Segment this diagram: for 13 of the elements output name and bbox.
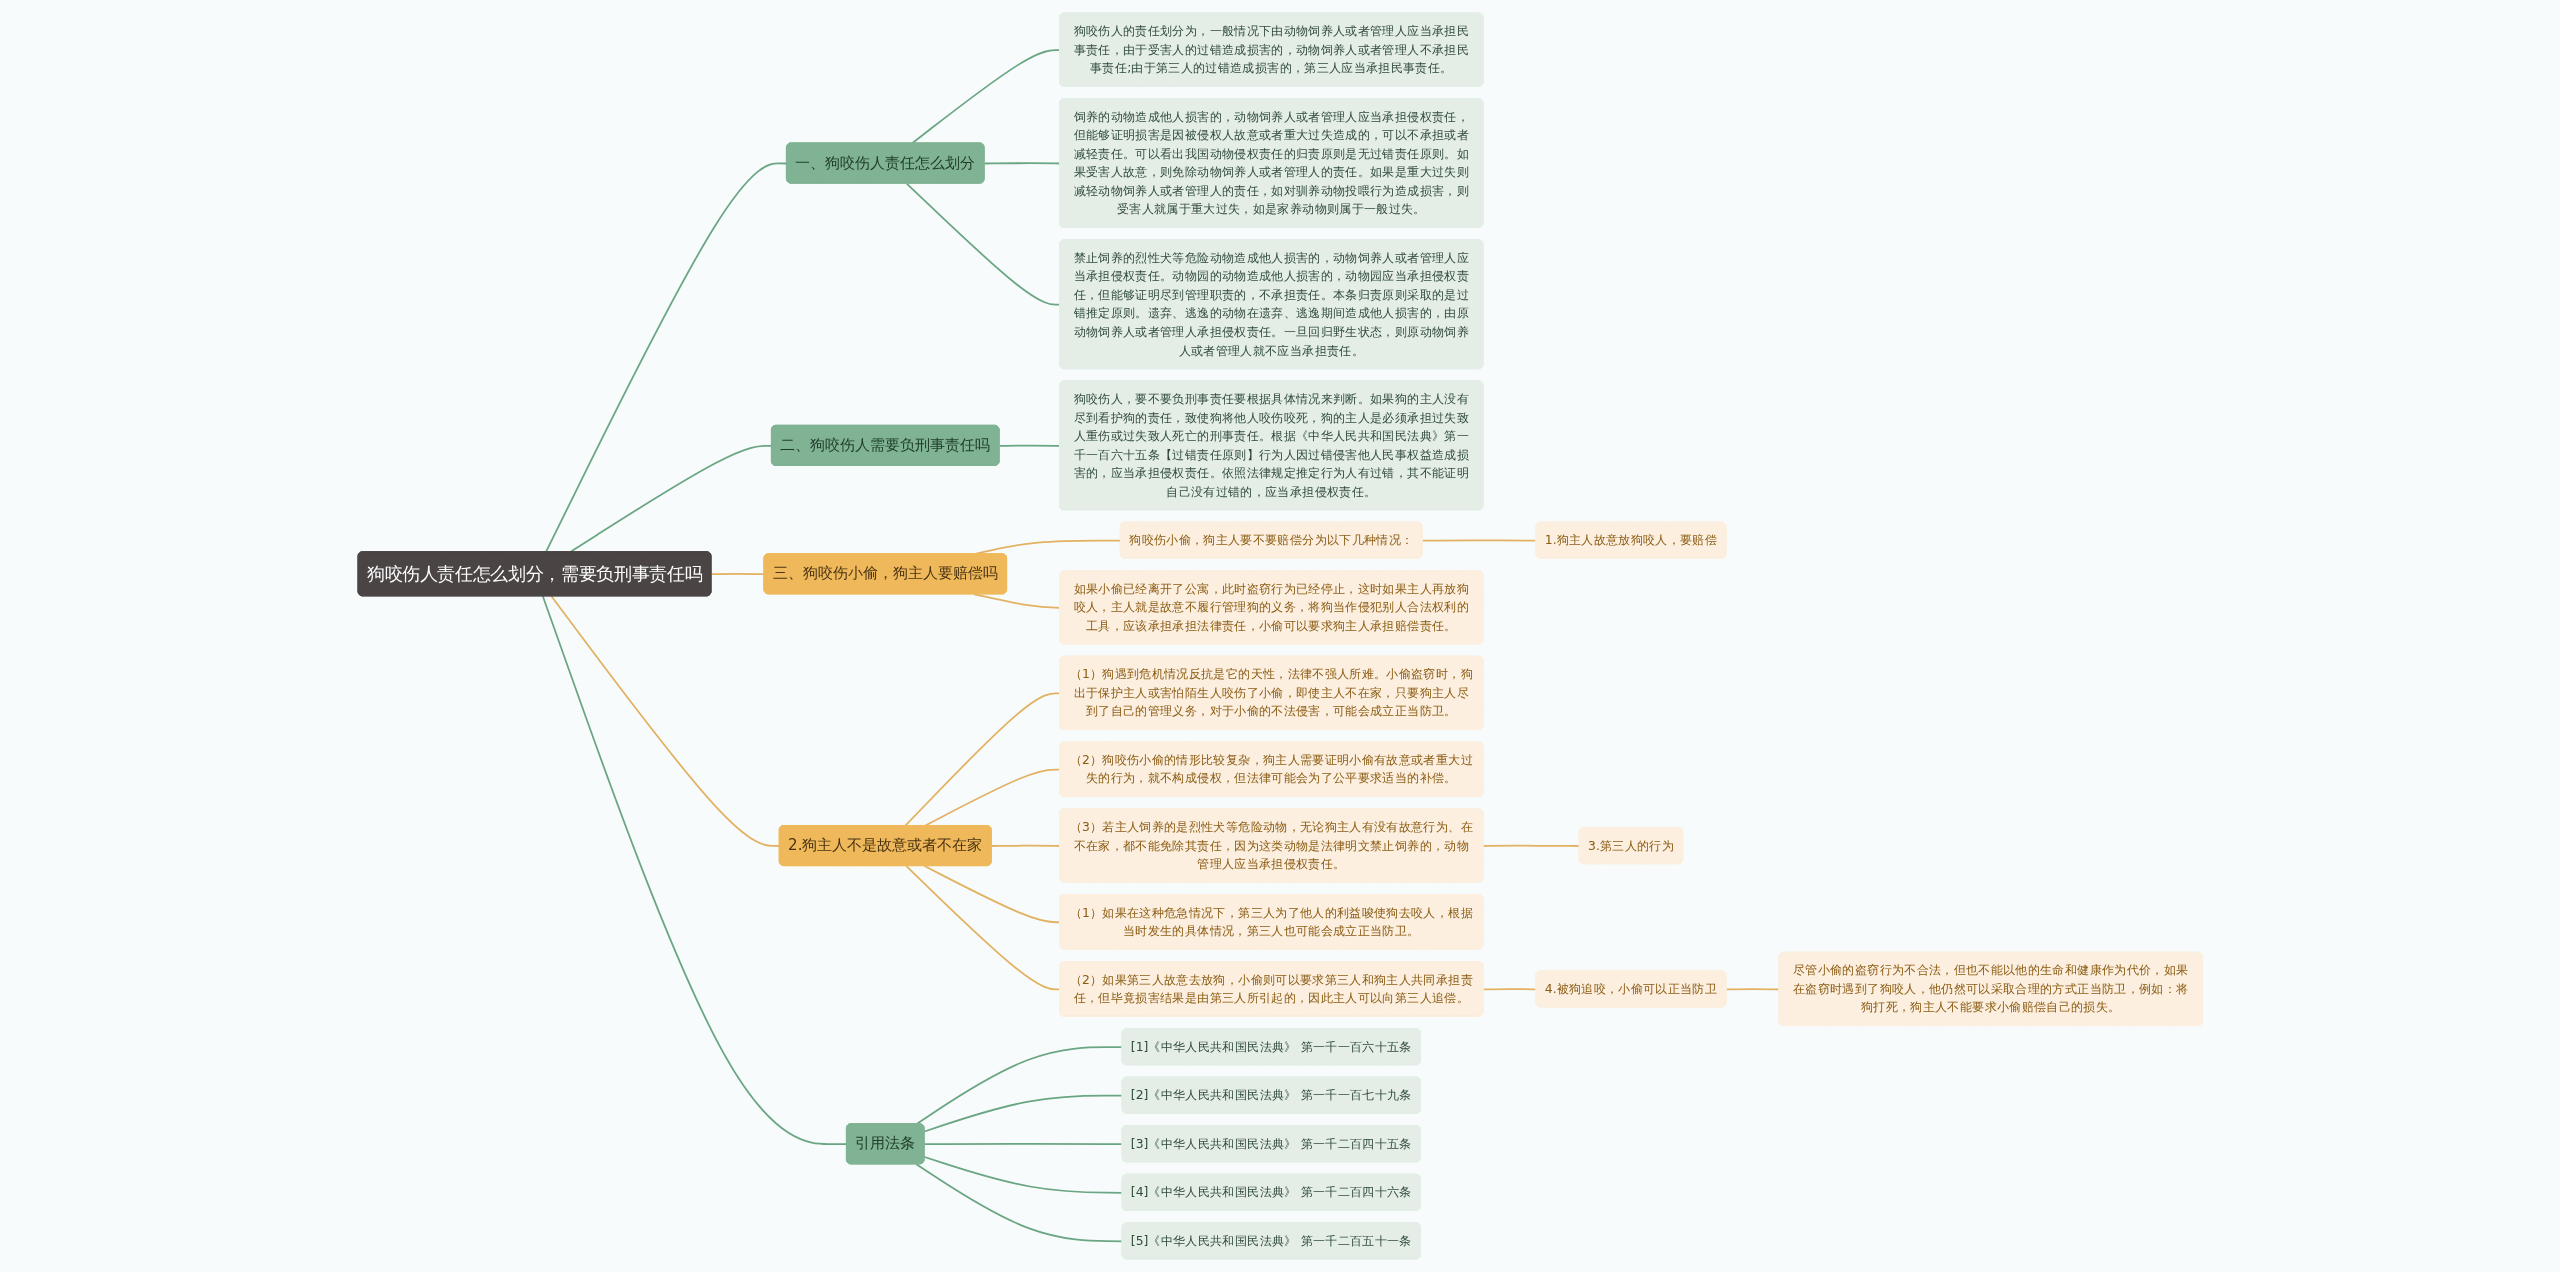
connector (710, 573, 765, 576)
connector (541, 595, 848, 1146)
connector (904, 692, 1061, 827)
connector (905, 182, 1061, 306)
connector (1725, 988, 1780, 991)
connector (990, 844, 1061, 847)
connector (923, 865, 1061, 924)
connector (983, 162, 1061, 165)
connector (550, 595, 781, 847)
connector (973, 593, 1061, 609)
connector (998, 444, 1061, 447)
connector (923, 768, 1061, 827)
connector (905, 865, 1061, 991)
